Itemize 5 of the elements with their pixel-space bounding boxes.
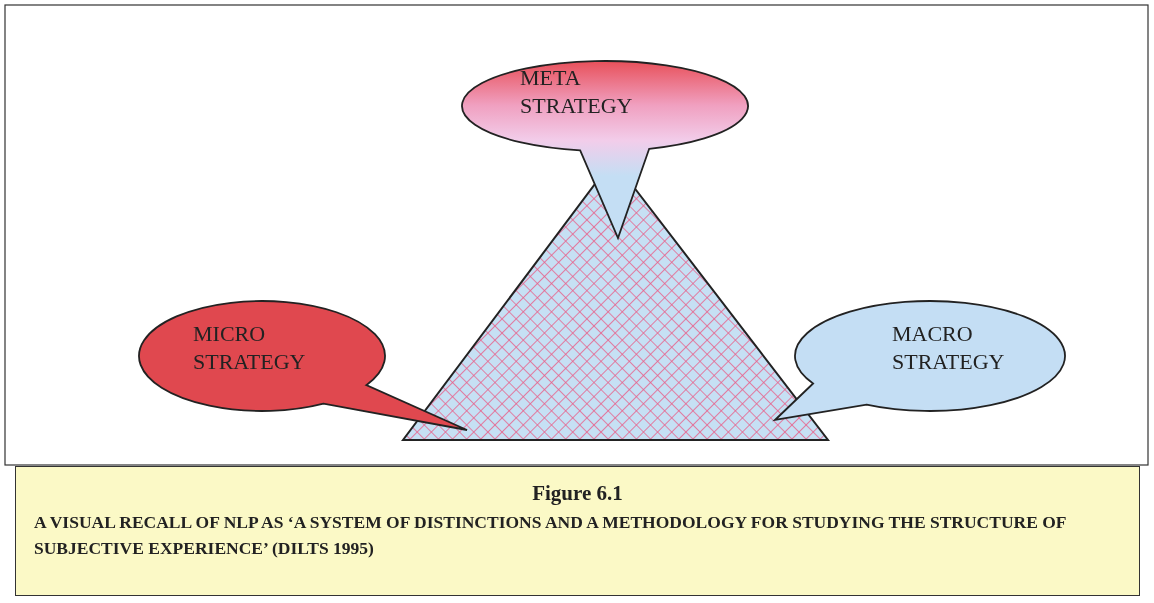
figure-title: Figure 6.1 — [531, 481, 624, 506]
bubble-label: MICRO STRATEGY — [193, 320, 307, 376]
bubble-label: META STRATEGY — [520, 64, 634, 120]
figure-caption: A VISUAL RECALL OF NLP AS ‘A SYSTEM OF DISTINCTIONS AND A METHODOLOGY FOR STUDYING THE STRUCTURE OF SUBJECTIVE EXPERIENCE’ (DILTS 1995) — [34, 511, 1067, 560]
bubble-label: MACRO STRATEGY — [892, 320, 1006, 376]
